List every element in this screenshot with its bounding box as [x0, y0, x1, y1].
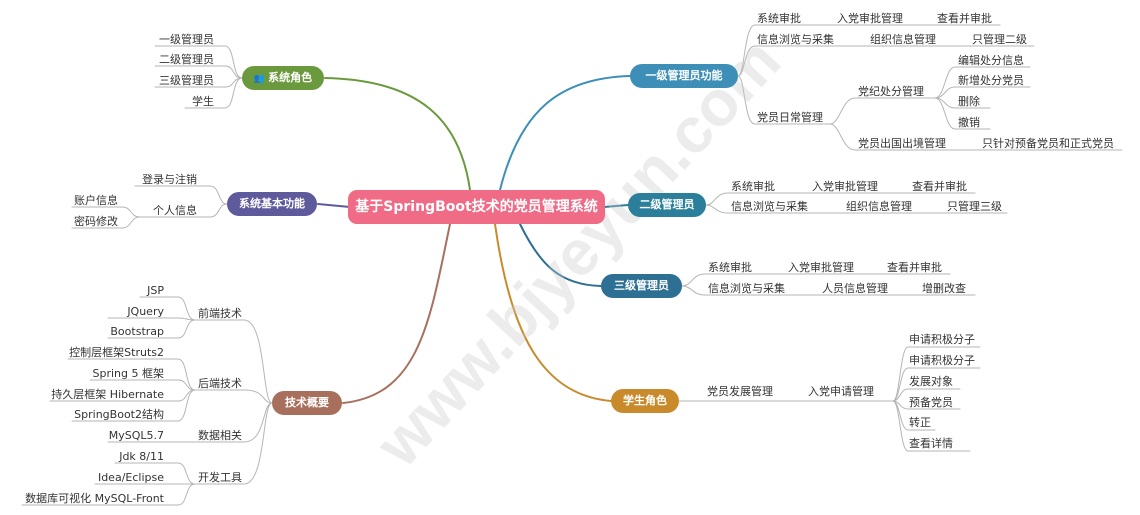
system-audit: 系统审批: [731, 180, 775, 193]
student-item: 预备党员: [909, 396, 953, 409]
data-item: MySQL5.7: [108, 429, 164, 442]
apply-mgmt: 入党申请管理: [808, 385, 874, 398]
backend-item: SpringBoot2结构: [74, 408, 164, 421]
info-browse-collect: 信息浏览与采集: [731, 200, 808, 213]
personal-info: 个人信息: [153, 204, 197, 217]
password-change: 密码修改: [74, 215, 118, 228]
discipline-item: 编辑处分信息: [958, 54, 1024, 67]
branch-basic-functions[interactable]: 系统基本功能: [227, 192, 317, 216]
backend-item: 控制层框架Struts2: [69, 346, 164, 359]
daily-member-mgmt: 党员日常管理: [757, 111, 823, 124]
branch-admin-level3[interactable]: 三级管理员: [601, 274, 682, 298]
student-item: 查看详情: [909, 437, 953, 450]
student-item: 转正: [909, 416, 931, 429]
login-logout: 登录与注销: [142, 173, 197, 186]
account-info: 账户信息: [74, 194, 118, 207]
view-and-approve: 查看并审批: [912, 180, 967, 193]
manage-level2-only: 只管理二级: [972, 33, 1027, 46]
manage-level3-only: 只管理三级: [947, 200, 1002, 213]
abroad-mgmt: 党员出国出境管理: [858, 137, 946, 150]
root-topic[interactable]: 基于SpringBoot技术的党员管理系统: [348, 190, 605, 224]
system-audit: 系统审批: [708, 261, 752, 274]
branch-admin-level1[interactable]: 一级管理员功能: [630, 64, 738, 88]
party-audit-mgmt: 入党审批管理: [837, 12, 903, 25]
info-browse-collect: 信息浏览与采集: [708, 282, 785, 295]
branch-system-roles[interactable]: 👥系统角色: [242, 66, 324, 90]
frontend-item: Bootstrap: [110, 325, 164, 338]
backend-item: Spring 5 框架: [92, 367, 165, 380]
discipline-item: 撤销: [958, 116, 980, 129]
role-item: 二级管理员: [159, 53, 214, 66]
backend-item: 持久层框架 Hibernate: [51, 388, 164, 401]
role-item: 三级管理员: [159, 74, 214, 87]
people-icon: 👥: [253, 74, 266, 84]
student-item: 发展对象: [909, 375, 953, 388]
student-item: 申请积极分子: [909, 354, 975, 367]
role-item: 学生: [192, 95, 214, 108]
dev-tools: 开发工具: [198, 471, 242, 484]
party-audit-mgmt: 入党审批管理: [788, 261, 854, 274]
branch-tech-overview[interactable]: 技术概要: [272, 391, 342, 415]
frontend-tech: 前端技术: [198, 307, 242, 320]
backend-tech: 后端技术: [198, 377, 242, 390]
student-item: 申请积极分子: [909, 333, 975, 346]
person-info-mgmt: 人员信息管理: [822, 282, 888, 295]
frontend-item: JQuery: [127, 305, 164, 318]
view-and-approve: 查看并审批: [937, 12, 992, 25]
data-related: 数据相关: [198, 429, 242, 442]
view-and-approve: 查看并审批: [887, 261, 942, 274]
discipline-mgmt: 党纪处分管理: [858, 85, 924, 98]
branch-student-role[interactable]: 学生角色: [611, 389, 679, 413]
crud: 增删改查: [922, 282, 966, 295]
member-development-mgmt: 党员发展管理: [707, 385, 773, 398]
org-info-mgmt: 组织信息管理: [846, 200, 912, 213]
dev-item: Idea/Eclipse: [97, 471, 164, 484]
org-info-mgmt: 组织信息管理: [870, 33, 936, 46]
discipline-item: 新增处分党员: [958, 74, 1024, 87]
frontend-item: JSP: [147, 284, 164, 297]
branch-label: 系统角色: [268, 71, 313, 84]
role-item: 一级管理员: [159, 33, 214, 46]
system-audit: 系统审批: [757, 12, 801, 25]
dev-item: 数据库可视化 MySQL-Front: [25, 492, 164, 505]
abroad-note: 只针对预备党员和正式党员: [982, 137, 1114, 150]
branch-admin-level2[interactable]: 二级管理员: [628, 193, 706, 217]
party-audit-mgmt: 入党审批管理: [812, 180, 878, 193]
discipline-item: 删除: [958, 95, 980, 108]
dev-item: Jdk 8/11: [119, 450, 164, 463]
info-browse-collect: 信息浏览与采集: [757, 33, 834, 46]
